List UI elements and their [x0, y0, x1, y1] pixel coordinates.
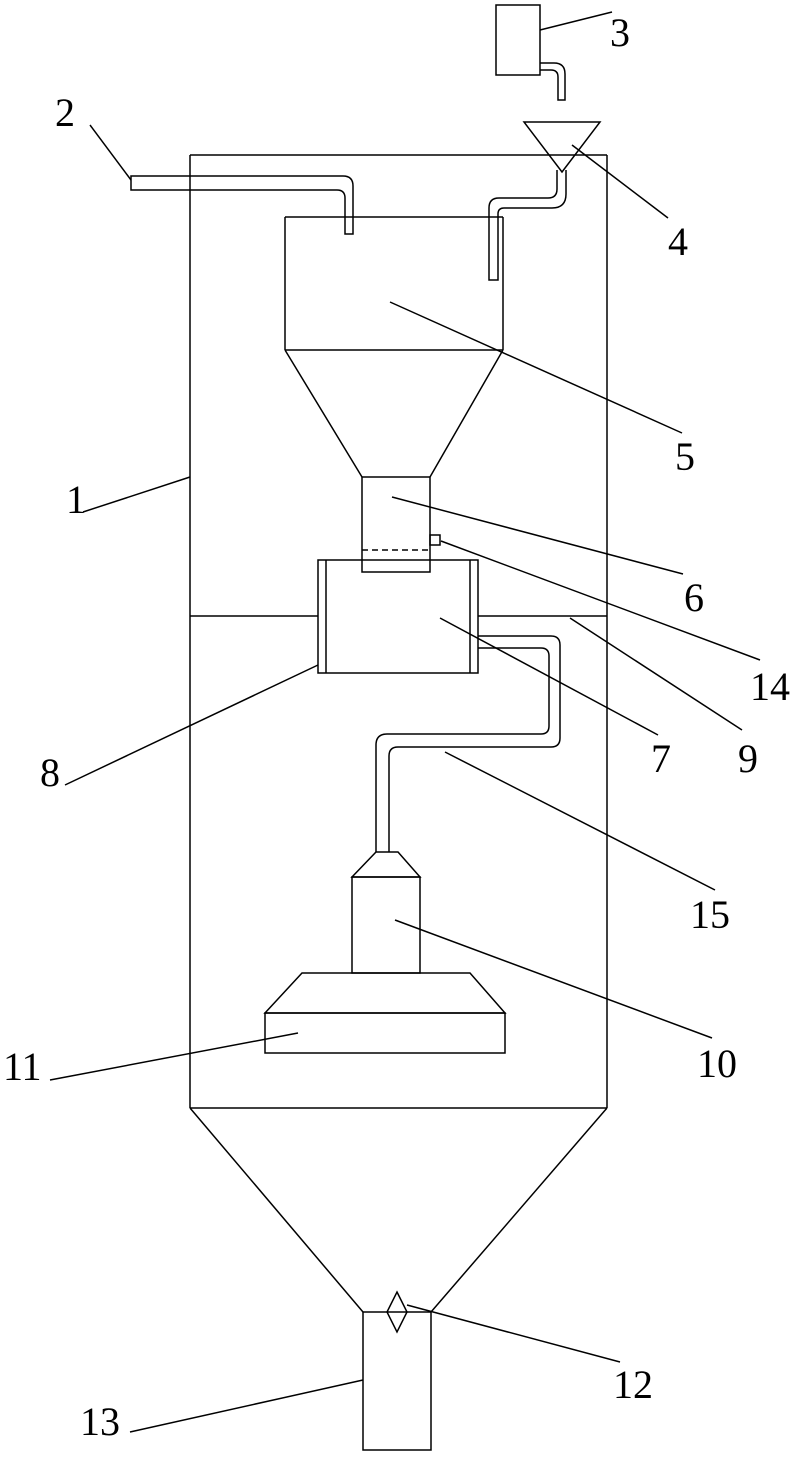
label-14: 14 — [750, 664, 790, 709]
leader-12 — [406, 1304, 621, 1363]
leader-15 — [444, 751, 716, 891]
nozzle-10 — [350, 851, 422, 974]
valve-12 — [386, 1290, 408, 1334]
label-15: 15 — [690, 892, 730, 937]
leader-6 — [391, 496, 684, 575]
bottom-cone — [189, 1107, 608, 1313]
housing-1 — [189, 154, 608, 1109]
leader-3 — [539, 11, 613, 31]
hopper-5 — [284, 216, 504, 478]
drum-7 — [317, 559, 479, 674]
collector-13 — [362, 1311, 432, 1451]
base-11 — [263, 972, 507, 1054]
label-11: 11 — [3, 1044, 42, 1089]
label-10: 10 — [697, 1041, 737, 1086]
label-13: 13 — [80, 1399, 120, 1444]
leader-lines — [49, 11, 761, 1433]
leader-4 — [571, 144, 669, 219]
leader-11 — [49, 1032, 299, 1081]
reservoir-3 — [495, 4, 566, 101]
leader-1 — [82, 476, 191, 513]
leader-7 — [439, 617, 659, 736]
pipe-15 — [375, 635, 561, 852]
leader-2 — [89, 124, 132, 181]
label-7: 7 — [651, 736, 671, 781]
leader-8 — [64, 664, 319, 786]
label-1: 1 — [66, 477, 86, 522]
sensor-14 — [429, 534, 441, 546]
label-12: 12 — [613, 1362, 653, 1407]
label-9: 9 — [738, 736, 758, 781]
funnel-4 — [488, 121, 602, 281]
label-8: 8 — [40, 750, 60, 795]
leader-9 — [569, 617, 743, 731]
label-3: 3 — [610, 10, 630, 55]
label-6: 6 — [684, 575, 704, 620]
leader-13 — [129, 1379, 364, 1433]
label-5: 5 — [675, 434, 695, 479]
label-4: 4 — [668, 219, 688, 264]
leader-5 — [389, 301, 683, 434]
inlet-pipe-2 — [130, 175, 354, 235]
leader-10 — [394, 919, 713, 1039]
labels: 1 2 3 4 5 6 14 7 9 8 15 10 11 12 13 — [3, 10, 790, 1444]
label-2: 2 — [55, 90, 75, 135]
outlet-6 — [361, 476, 431, 573]
leader-14 — [440, 540, 761, 661]
